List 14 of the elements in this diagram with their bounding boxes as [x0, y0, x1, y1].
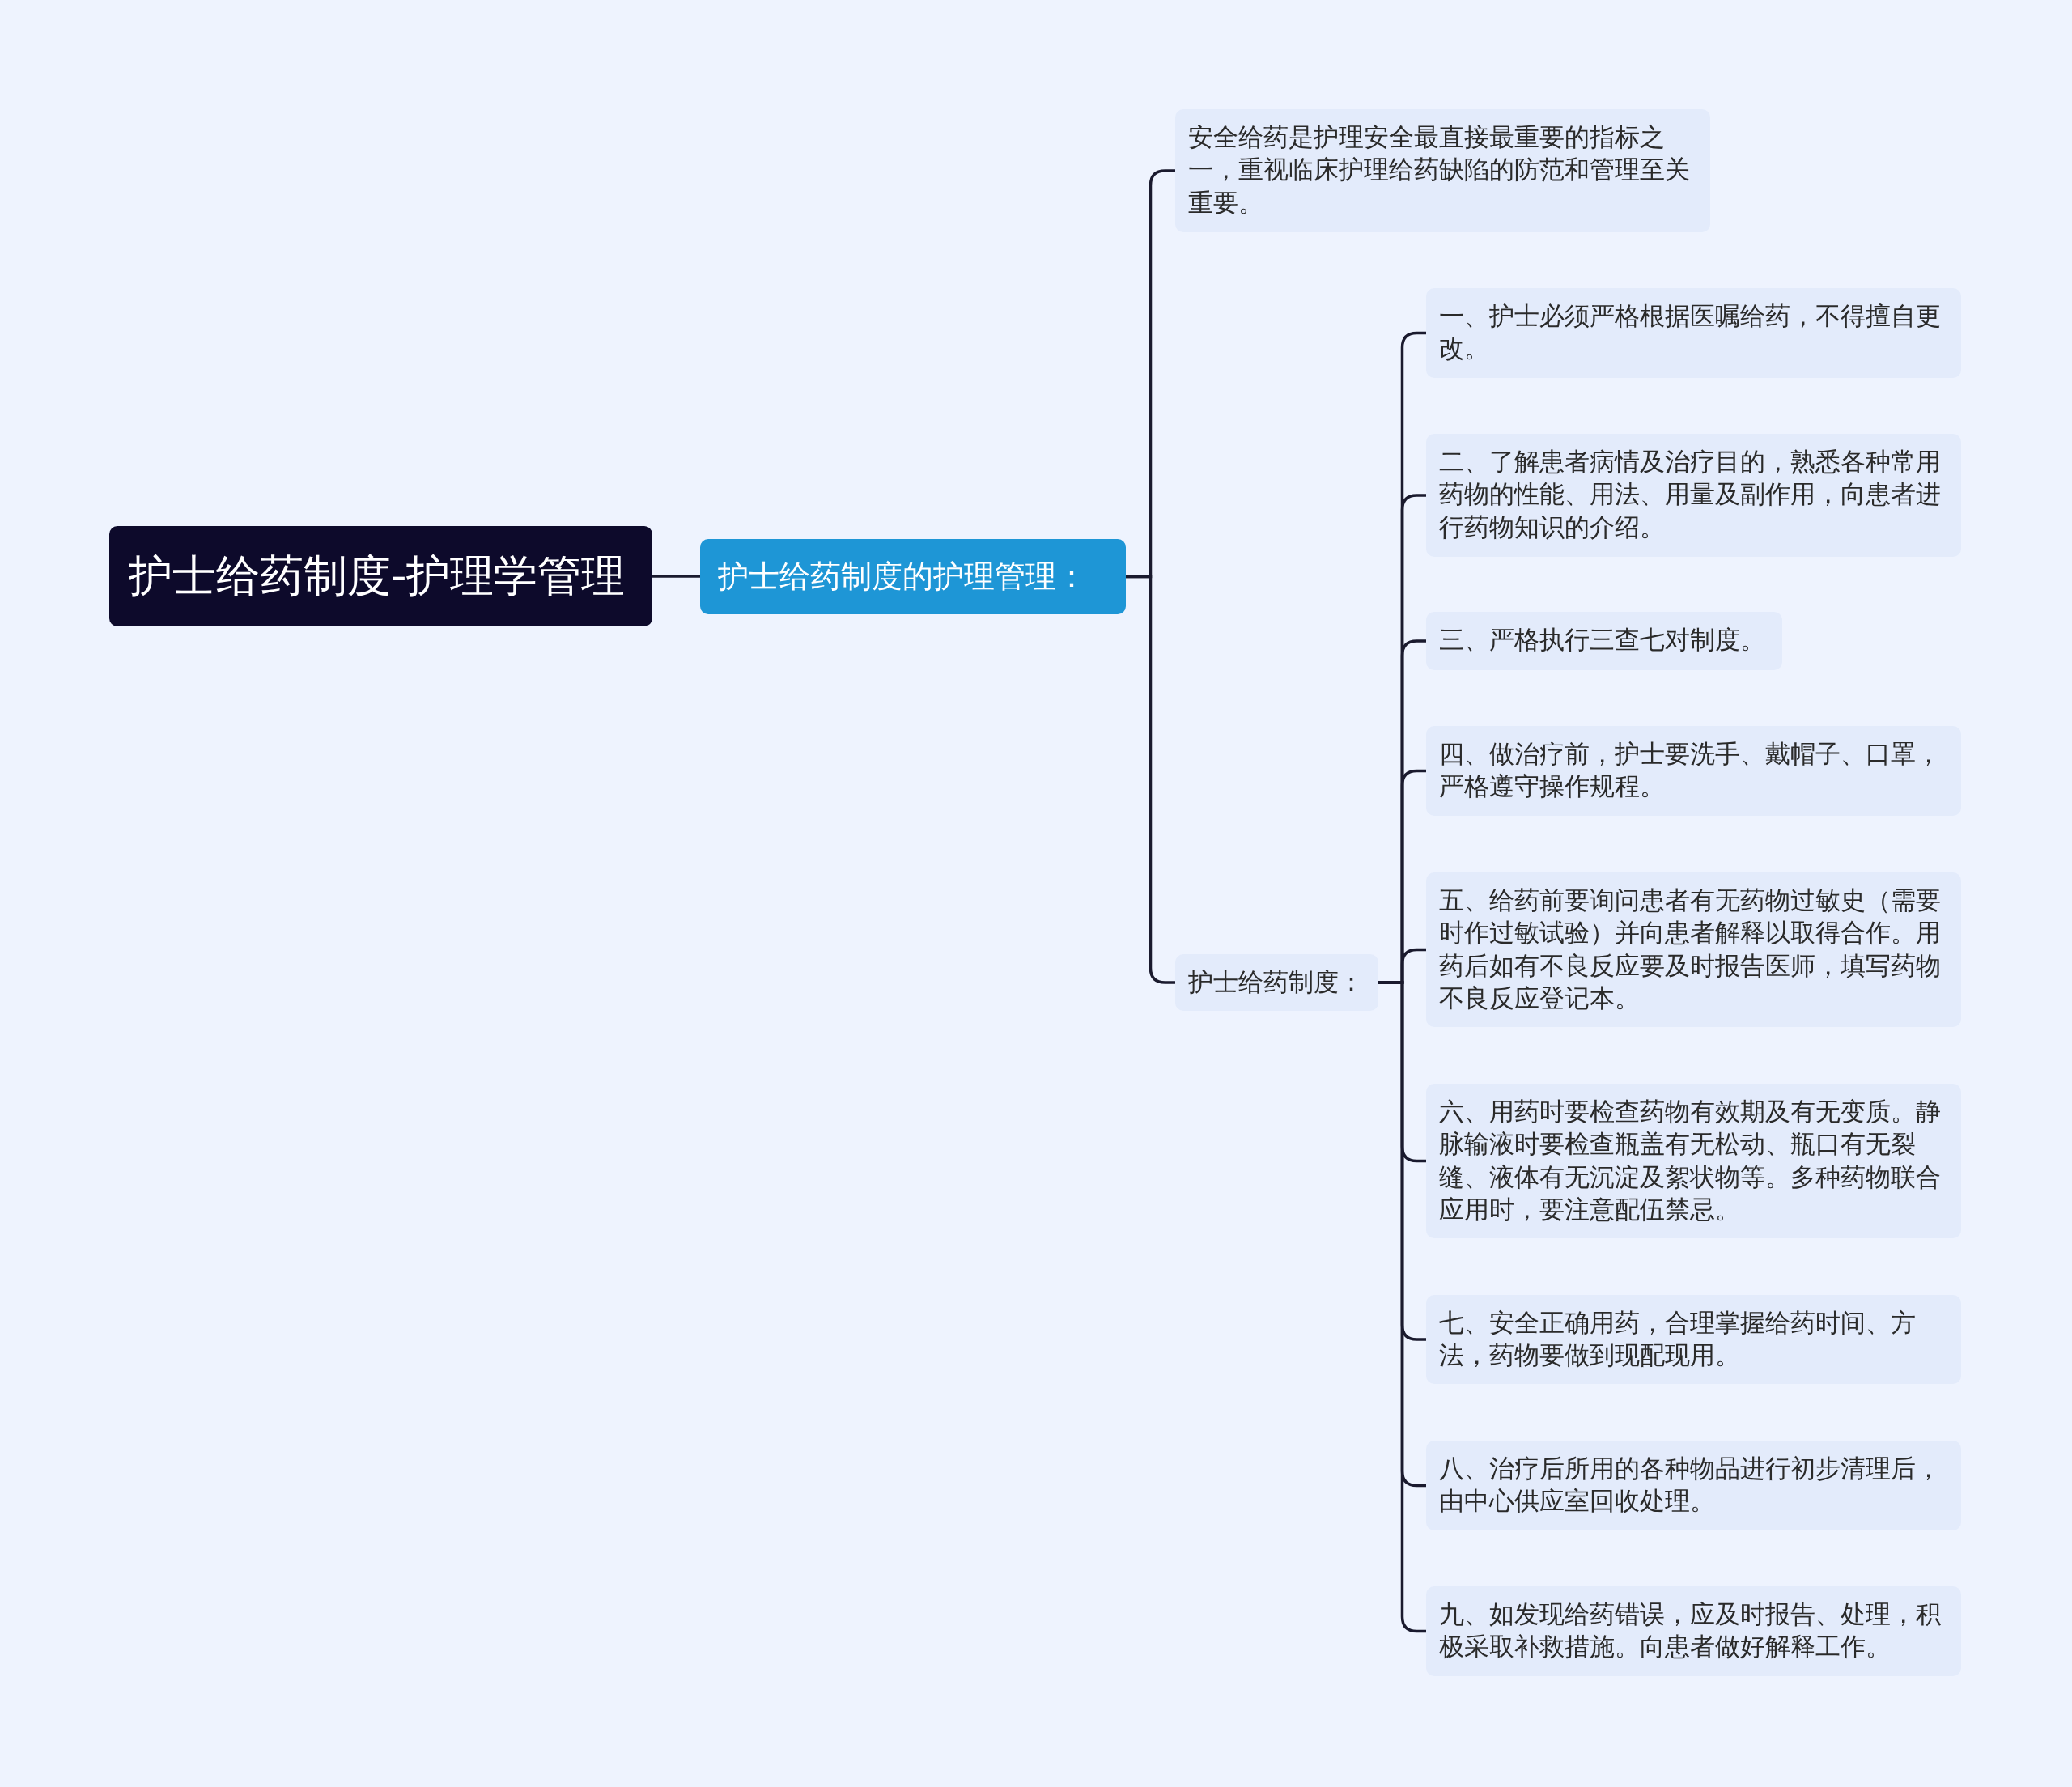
- root-topic-box: 护士给药制度-护理学管理: [109, 526, 652, 626]
- text-box: 六、用药时要检查药物有效期及有无变质。静脉输液时要检查瓶盖有无松动、瓶口有无裂缝、液体有无沉淀及絮状物等。多种药物联合应用时，要注意配伍禁忌。: [1426, 1084, 1961, 1238]
- text-box: 九、如发现给药错误，应及时报告、处理，积极采取补救措施。向患者做好解释工作。: [1426, 1586, 1961, 1676]
- text-box: 八、治疗后所用的各种物品进行初步清理后，由中心供应室回收处理。: [1426, 1441, 1961, 1530]
- text-box: 五、给药前要询问患者有无药物过敏史（需要时作过敏试验）并向患者解释以取得合作。用药后如有不良反应要及时报告医师，填写药物不良反应登记本。: [1426, 872, 1961, 1027]
- topic-box: 护士给药制度的护理管理：: [700, 539, 1126, 614]
- connector-line: [652, 575, 700, 578]
- text-box: 四、做治疗前，护士要洗手、戴帽子、口罩，严格遵守操作规程。: [1426, 726, 1961, 816]
- text-box: 三、严格执行三查七对制度。: [1426, 612, 1782, 670]
- text-box: 二、了解患者病情及治疗目的，熟悉各种常用药物的性能、用法、用量及副作用，向患者进行药物知识的介绍。: [1426, 434, 1961, 557]
- text-box: 护士给药制度：: [1175, 954, 1378, 1011]
- text-box: 七、安全正确用药，合理掌握给药时间、方法，药物要做到现配现用。: [1426, 1295, 1961, 1384]
- text-box: 一、护士必须严格根据医嘱给药，不得擅自更改。: [1426, 288, 1961, 378]
- text-box: 安全给药是护理安全最直接最重要的指标之一，重视临床护理给药缺陷的防范和管理至关重要。: [1175, 109, 1710, 232]
